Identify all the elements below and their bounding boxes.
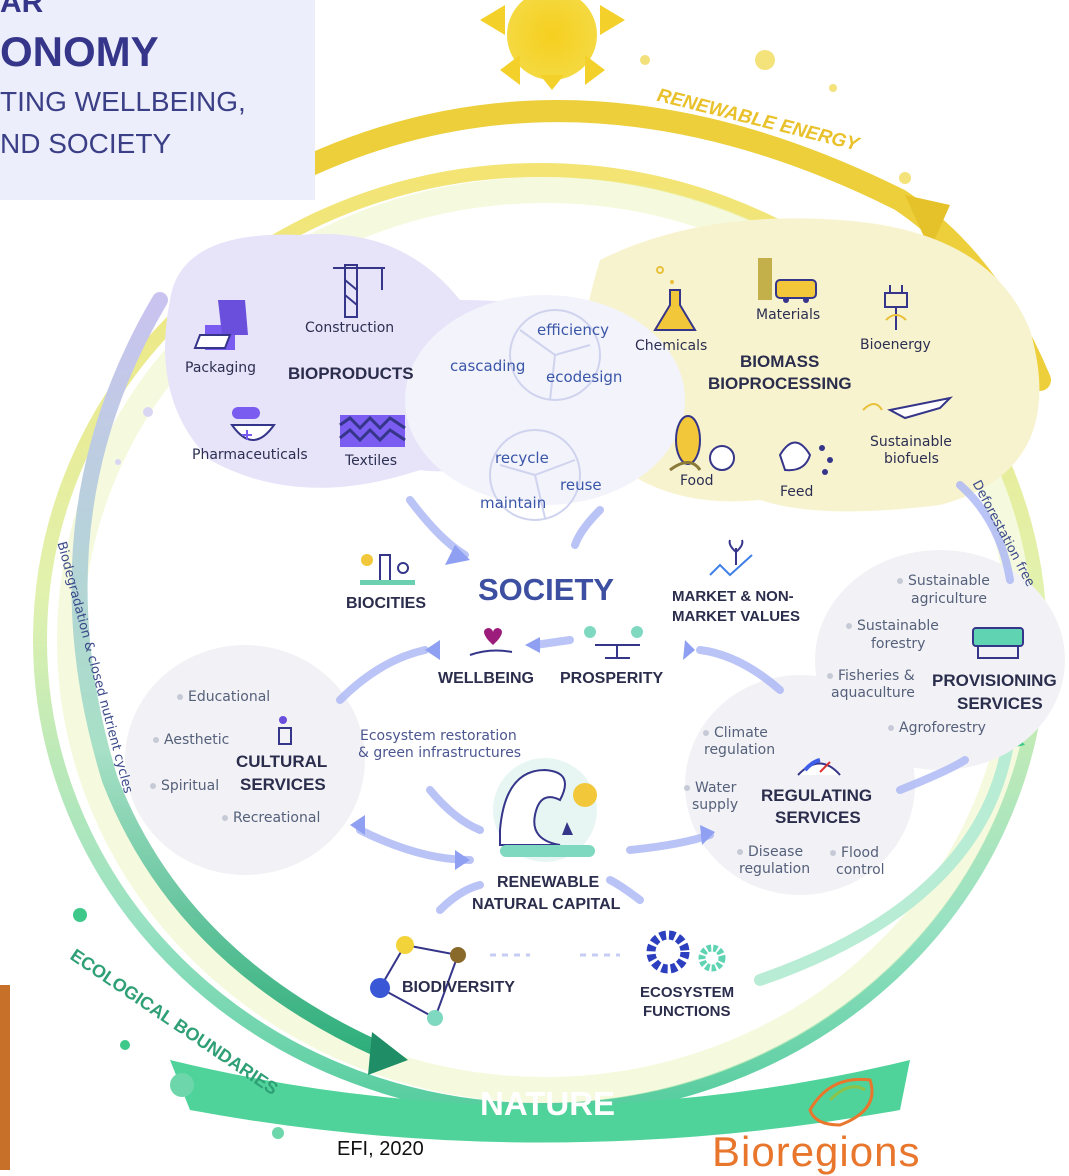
- ecosystem-restoration-2: & green infrastructures: [358, 745, 522, 761]
- sustainable-forestry-2: forestry: [871, 636, 926, 652]
- natural-capital-2: NATURAL CAPITAL: [472, 896, 621, 913]
- provisioning-arc: [754, 724, 1016, 986]
- sustainable-forestry-1: Sustainable: [846, 618, 939, 634]
- cultural-heading-2: SERVICES: [240, 775, 326, 794]
- cultural-person-icon: [278, 716, 292, 745]
- materials-label: Materials: [756, 307, 821, 323]
- credit-label: EFI, 2020: [337, 1138, 424, 1160]
- food-label: Food: [680, 473, 714, 489]
- disease-label-2: regulation: [739, 861, 811, 877]
- regulating-heading-2: SERVICES: [775, 808, 861, 827]
- textiles-icon: [339, 415, 406, 447]
- ecosystem-gears-icon: [646, 930, 726, 974]
- title-box: [0, 0, 315, 200]
- market-values-icon: [709, 539, 753, 577]
- principles-circle: [405, 295, 685, 505]
- natural-capital-1: RENEWABLE: [497, 874, 600, 891]
- chemicals-flask-icon: [653, 266, 697, 331]
- pharmaceuticals-icon: [230, 407, 276, 441]
- provisioning-stall-icon: [972, 627, 1024, 659]
- construction-label: Construction: [305, 320, 395, 336]
- biomass-heading-1: BIOMASS: [740, 352, 820, 371]
- feed-label: Feed: [780, 484, 814, 500]
- climate-label-2: regulation: [704, 742, 776, 758]
- bioregions-logo-text: Bioregions: [712, 1128, 921, 1175]
- title-line-4: ND SOCIETY: [0, 128, 172, 159]
- bioenergy-label: Bioenergy: [860, 337, 931, 353]
- educational-label: Educational: [177, 689, 270, 705]
- society-heading: SOCIETY: [478, 572, 615, 607]
- nature-label: NATURE: [480, 1085, 616, 1122]
- provisioning-heading-1: PROVISIONING: [932, 671, 1057, 690]
- recreational-label: Recreational: [222, 810, 320, 826]
- prosperity-scales-icon: [584, 626, 643, 659]
- fisheries-2: aquaculture: [831, 685, 915, 701]
- biocities-label: BIOCITIES: [346, 595, 427, 612]
- feed-chicken-icon: [778, 441, 833, 475]
- construction-crane-icon: [333, 264, 385, 318]
- spiritual-label: Spiritual: [150, 778, 219, 794]
- regulating-gauge-icon: [797, 758, 841, 776]
- natural-capital-icon: [493, 758, 597, 862]
- food-corn-icon: [669, 415, 735, 472]
- flood-label-2: control: [836, 862, 885, 878]
- sustainable-biofuels-label-2: biofuels: [884, 451, 939, 467]
- ecodesign-label: ecodesign: [546, 368, 623, 386]
- water-label-1: Water: [684, 780, 736, 796]
- fisheries-1: Fisheries &: [827, 668, 915, 684]
- materials-wood-icon: [758, 258, 817, 303]
- water-label-2: supply: [692, 797, 739, 813]
- market-values-label-1: MARKET & NON-: [672, 588, 794, 605]
- reuse-label: reuse: [560, 476, 602, 494]
- cultural-heading-1: CULTURAL: [236, 752, 328, 771]
- sun-icon: [480, 0, 625, 90]
- bioenergy-plug-icon: [884, 285, 908, 330]
- aesthetic-label: Aesthetic: [153, 732, 229, 748]
- bioproducts-heading: BIOPRODUCTS: [288, 364, 414, 383]
- title-line-2: ONOMY: [0, 28, 159, 75]
- ecosystem-functions-1: ECOSYSTEM: [640, 984, 735, 1001]
- biodiversity-label: BIODIVERSITY: [402, 979, 515, 996]
- pharmaceuticals-label: Pharmaceuticals: [192, 447, 308, 463]
- market-values-label-2: MARKET VALUES: [672, 608, 801, 625]
- packaging-label: Packaging: [185, 360, 257, 376]
- biodiversity-network-icon: [370, 936, 466, 1026]
- provisioning-heading-2: SERVICES: [957, 694, 1043, 713]
- efficiency-label: efficiency: [537, 321, 610, 339]
- sustainable-agriculture-1: Sustainable: [897, 573, 990, 589]
- recycle-label: recycle: [495, 449, 549, 467]
- biocities-icon: [360, 554, 415, 585]
- biomass-heading-2: BIOPROCESSING: [708, 374, 852, 393]
- chemicals-label: Chemicals: [635, 338, 708, 354]
- wellbeing-heart-icon: [469, 628, 513, 656]
- packaging-icon: [193, 300, 248, 350]
- maintain-label: maintain: [480, 494, 547, 512]
- prosperity-label: PROSPERITY: [560, 670, 664, 687]
- sustainable-agriculture-2: agriculture: [911, 591, 987, 607]
- provisioning-blob: [815, 550, 1065, 770]
- agroforestry-label: Agroforestry: [888, 720, 986, 736]
- bioregions-logo-mark: [808, 1077, 874, 1127]
- sustainable-biofuels-label-1: Sustainable: [870, 434, 952, 450]
- flood-label-1: Flood: [830, 845, 879, 861]
- nature-band: [170, 1060, 910, 1143]
- textiles-label: Textiles: [345, 453, 398, 469]
- regulating-heading-1: REGULATING: [761, 786, 873, 805]
- cascading-label: cascading: [450, 357, 526, 375]
- climate-label-1: Climate: [703, 725, 768, 741]
- ecosystem-functions-2: FUNCTIONS: [643, 1003, 731, 1020]
- photo-strip: [0, 985, 10, 1170]
- ecosystem-restoration-1: Ecosystem restoration: [360, 728, 517, 744]
- disease-label-1: Disease: [737, 844, 803, 860]
- wellbeing-label: WELLBEING: [438, 670, 534, 687]
- title-line-3: TING WELLBEING,: [0, 86, 246, 117]
- biofuels-plane-icon: [862, 396, 954, 420]
- biodegradation-arc: [71, 292, 388, 1058]
- title-line-1: AR: [0, 0, 44, 19]
